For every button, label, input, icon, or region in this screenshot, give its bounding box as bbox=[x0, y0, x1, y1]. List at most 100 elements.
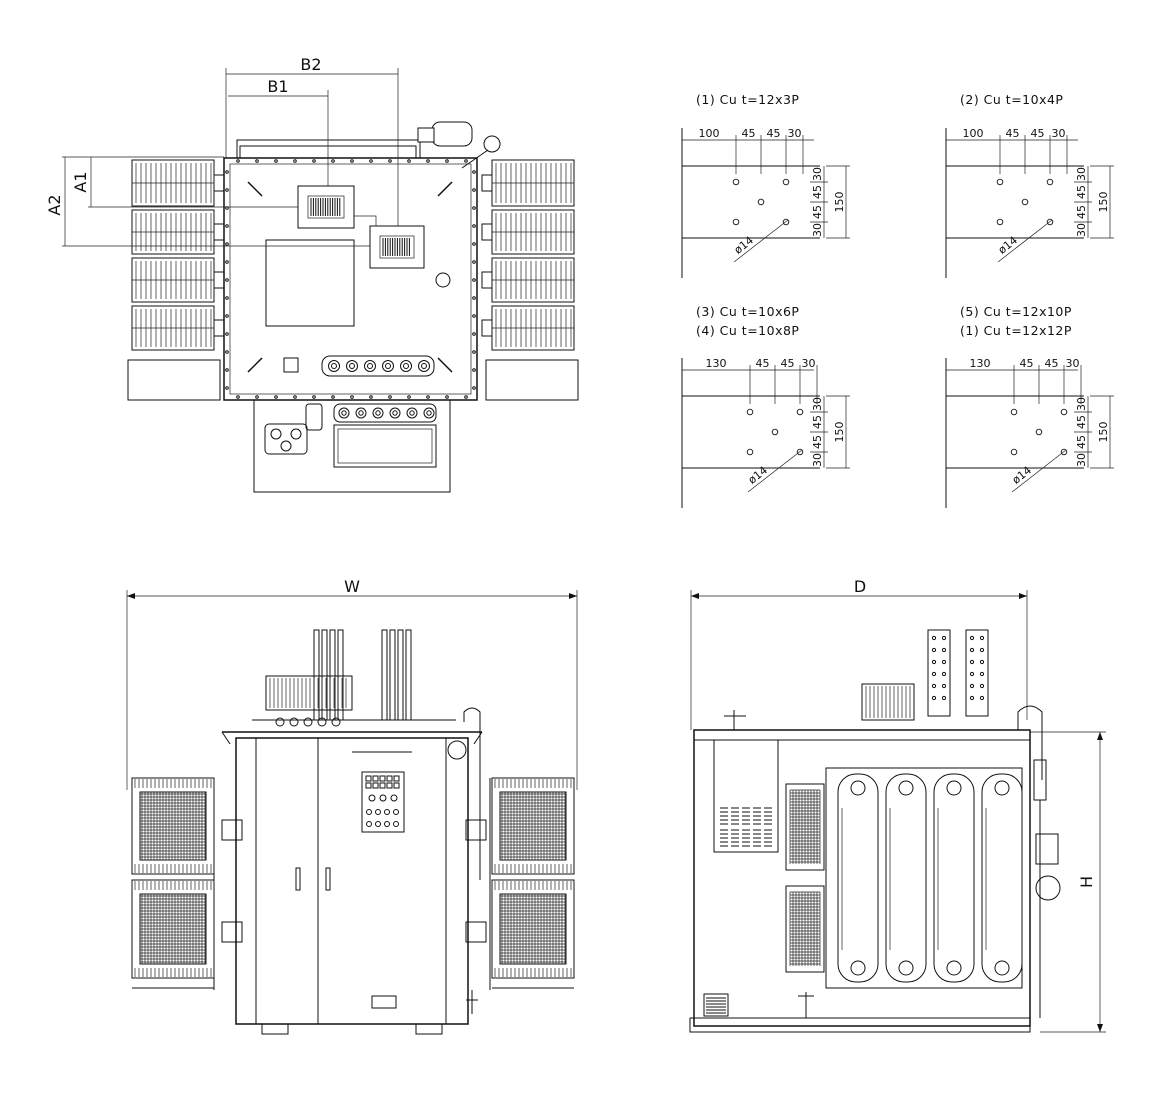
bolt bbox=[472, 206, 476, 210]
bolt bbox=[472, 386, 476, 390]
plate-hole bbox=[941, 659, 947, 665]
right-support-block bbox=[485, 359, 579, 401]
busbar-height-dim: 150 bbox=[1097, 422, 1110, 443]
cable-box-window bbox=[333, 424, 437, 468]
radiator-bracket bbox=[465, 819, 487, 841]
front-bushings bbox=[252, 629, 456, 727]
bolt bbox=[225, 278, 229, 282]
hole-label: ø14 bbox=[746, 464, 770, 487]
terminal bbox=[290, 428, 302, 440]
fan-guard-upper bbox=[785, 783, 825, 871]
busbar-plate-2 bbox=[965, 629, 989, 717]
plate-hole bbox=[979, 671, 985, 677]
panel-port bbox=[946, 780, 962, 796]
cable-bushing bbox=[355, 407, 367, 419]
lv-bushing-fins bbox=[269, 678, 347, 708]
radiator-bracket bbox=[465, 921, 487, 943]
gauge bbox=[283, 357, 299, 373]
radiator-bracket bbox=[221, 921, 243, 943]
hv-conductor bbox=[389, 629, 396, 721]
aux-bushing bbox=[418, 360, 430, 372]
lug bbox=[437, 357, 453, 373]
busbar-top-dim: 45 bbox=[1045, 357, 1059, 370]
plate-hole bbox=[979, 683, 985, 689]
front-radiators bbox=[131, 777, 575, 990]
bolt bbox=[472, 332, 476, 336]
hole-leader bbox=[1011, 449, 1067, 493]
bolt bbox=[472, 224, 476, 228]
busbar-hole bbox=[746, 448, 754, 456]
busbar-top-dim: 100 bbox=[963, 127, 984, 140]
vent-grille bbox=[703, 993, 729, 1017]
panel-port bbox=[994, 960, 1010, 976]
busbar-top-dim: 45 bbox=[1006, 127, 1020, 140]
side-view: D H bbox=[689, 577, 1106, 1033]
panel-indicator bbox=[386, 775, 393, 782]
aux-bushing-core bbox=[421, 363, 427, 369]
busbar-side-dim: 45 bbox=[811, 415, 824, 429]
control-box bbox=[713, 739, 779, 853]
bolt bbox=[388, 159, 392, 163]
bolt bbox=[293, 395, 297, 399]
busbar-top-dim: 30 bbox=[1052, 127, 1066, 140]
inspection-hatch bbox=[265, 239, 355, 327]
busbar-height-dim: 150 bbox=[833, 192, 846, 213]
tank-cover-inner bbox=[229, 163, 472, 395]
fan-mesh bbox=[789, 789, 821, 966]
plate-hole bbox=[969, 635, 975, 641]
radiator-grid bbox=[139, 791, 207, 861]
busbar-top-dim: 45 bbox=[781, 357, 795, 370]
arrow bbox=[691, 593, 699, 599]
side-valve bbox=[1035, 875, 1061, 901]
aux-bushings bbox=[328, 360, 430, 372]
busbar-top-dim: 100 bbox=[699, 127, 720, 140]
radiator-panel bbox=[981, 773, 1023, 983]
cable-bushing-core bbox=[358, 410, 364, 416]
busbar-plate-holes bbox=[931, 635, 985, 701]
radiator-flange bbox=[481, 223, 493, 241]
plate-hole bbox=[969, 683, 975, 689]
busbar-hole bbox=[732, 178, 740, 186]
plate-hole bbox=[931, 671, 937, 677]
top-view: A2 A1 B2 B1 bbox=[45, 55, 579, 493]
busbar-side-dim: 30 bbox=[811, 453, 824, 467]
busbar-hole bbox=[732, 218, 740, 226]
panel-switch bbox=[393, 821, 399, 827]
terminal-block bbox=[264, 423, 308, 455]
bolt bbox=[255, 395, 259, 399]
busbar-side-dim: 45 bbox=[811, 435, 824, 449]
hv-conductor bbox=[381, 629, 388, 721]
terminal bbox=[270, 428, 282, 440]
hole-leader bbox=[733, 219, 789, 263]
busbar-side-dim: 45 bbox=[1075, 185, 1088, 199]
cable-bushing bbox=[423, 407, 435, 419]
bushing-cap bbox=[289, 717, 299, 727]
bolt bbox=[225, 332, 229, 336]
bolt bbox=[236, 395, 240, 399]
bolt bbox=[225, 386, 229, 390]
left-support-block bbox=[127, 359, 221, 401]
busbar-height-dim: 150 bbox=[1097, 192, 1110, 213]
radiator-frame bbox=[825, 767, 1023, 989]
radiator-flange bbox=[481, 174, 493, 192]
plate-hole bbox=[931, 683, 937, 689]
arrow bbox=[1097, 1024, 1103, 1032]
radiator-flange bbox=[481, 271, 493, 289]
panel-port bbox=[994, 780, 1010, 796]
busbar-top-dim: 130 bbox=[970, 357, 991, 370]
dim-a1-label: A1 bbox=[71, 171, 90, 192]
panel-button bbox=[368, 794, 376, 802]
radiator-panel bbox=[837, 773, 879, 983]
bolt bbox=[472, 314, 476, 318]
aux-bushing-core bbox=[403, 363, 409, 369]
cable-box bbox=[253, 399, 451, 493]
busbar-hole bbox=[771, 428, 779, 436]
bolt bbox=[426, 159, 430, 163]
plate-hole bbox=[931, 695, 937, 701]
busbar-top-dim: 30 bbox=[802, 357, 816, 370]
cover-pipe bbox=[236, 139, 421, 158]
busbar-top-dim: 45 bbox=[1031, 127, 1045, 140]
